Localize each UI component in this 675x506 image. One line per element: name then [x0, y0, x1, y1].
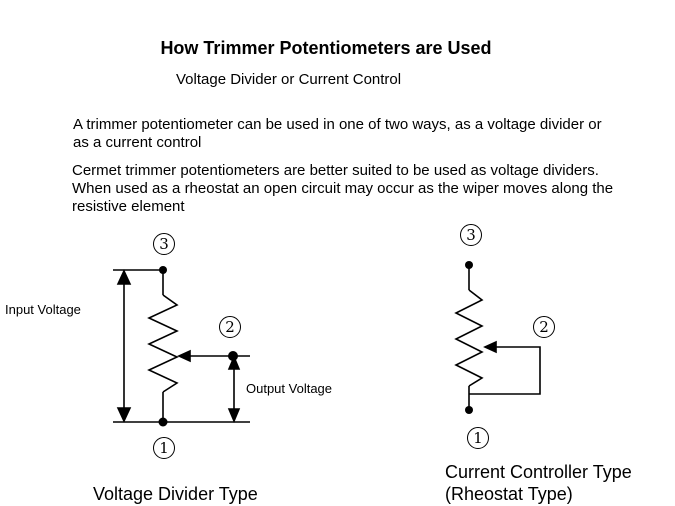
cc-node-bottom	[465, 406, 473, 414]
vd-node-1	[158, 417, 168, 427]
cc-terminal-1: 1	[467, 427, 489, 449]
current-controller-circuit	[454, 265, 541, 410]
vd-terminal-2: 2	[219, 316, 241, 338]
slide-subtitle: Voltage Divider or Current Control	[176, 71, 402, 88]
cc-node-top	[465, 261, 473, 269]
cc-wiper-arrowhead	[483, 340, 497, 354]
paragraph-usage: A trimmer potentiometer can be used in o…	[73, 116, 602, 151]
slide-title: How Trimmer Potentiometers are Used	[160, 38, 492, 58]
cc-resistor-zigzag	[454, 289, 484, 387]
cc-wiper-loop	[469, 346, 541, 395]
vd-node-2	[228, 351, 238, 361]
vd-input-arrow-down	[116, 407, 132, 423]
current-controller-caption: Current Controller Type	[445, 462, 632, 482]
output-voltage-label: Output Voltage	[246, 381, 333, 396]
vd-output-arrow-down	[227, 408, 241, 424]
rheostat-caption: (Rheostat Type)	[445, 484, 573, 504]
voltage-divider-caption: Voltage Divider Type	[93, 484, 258, 504]
vd-input-arrow-up	[116, 269, 132, 285]
vd-node-3	[159, 266, 167, 274]
cc-terminal-3: 3	[460, 224, 482, 246]
paragraph-cermet: Cermet trimmer potentiometers are better…	[72, 162, 614, 215]
vd-output-arrow-up	[227, 354, 241, 370]
input-voltage-label: Input Voltage	[5, 302, 81, 317]
vd-terminal-3: 3	[153, 233, 175, 255]
vd-wiper-arrowhead	[177, 349, 191, 363]
cc-terminal-2: 2	[533, 316, 555, 338]
vd-resistor-zigzag	[147, 294, 179, 393]
voltage-divider-circuit	[113, 269, 250, 424]
vd-terminal-1: 1	[153, 437, 175, 459]
